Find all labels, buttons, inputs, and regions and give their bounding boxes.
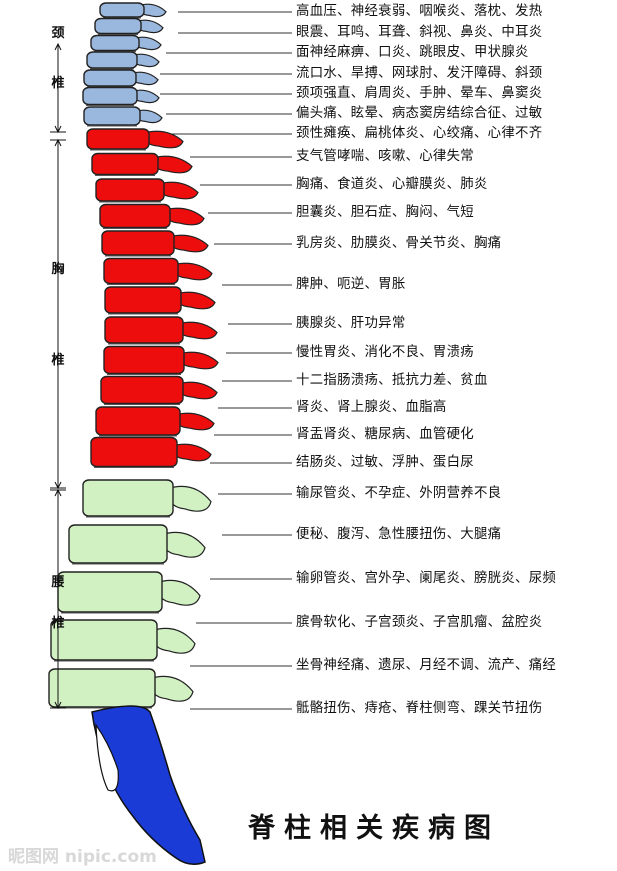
vertebra-body — [82, 86, 138, 106]
vertebra-body — [90, 34, 140, 52]
cervical-label-bottom: 椎 — [51, 76, 65, 91]
vertebra-body — [68, 524, 168, 564]
thoracic-label-bottom: 椎 — [51, 353, 65, 368]
disease-item: 肾炎、肾上腺炎、血脂高 — [296, 400, 447, 415]
disease-item: 眼震、耳鸣、耳聋、斜视、鼻炎、中耳炎 — [296, 25, 543, 40]
vertebra-body — [48, 668, 156, 708]
disease-item: 胰腺炎、肝功异常 — [296, 316, 406, 331]
disease-item: 肾盂肾炎、糖尿病、血管硬化 — [296, 427, 474, 442]
vertebra — [86, 128, 184, 151]
vertebra — [68, 524, 206, 565]
disease-item: 高血压、神经衰弱、咽喉炎、落枕、发热 — [296, 4, 543, 19]
vertebra — [103, 257, 213, 285]
vertebra-body — [103, 257, 179, 285]
vertebra — [86, 51, 160, 70]
disease-item: 面神经麻痹、口炎、跳眼皮、甲状腺炎 — [296, 45, 529, 60]
disease-item: 流口水、旱搏、网球肘、发汗障碍、斜颈 — [296, 66, 543, 81]
vertebra — [82, 479, 212, 518]
vertebra-body — [104, 286, 182, 314]
vertebra — [99, 2, 167, 19]
vertebra-body — [83, 106, 141, 126]
vertebra — [95, 406, 215, 437]
disease-item: 脾肿、呃逆、胃胀 — [296, 277, 406, 292]
disease-item: 颈性瘫痪、扁桃体炎、心绞痛、心律不齐 — [296, 126, 543, 141]
vertebra-body — [104, 316, 184, 344]
vertebra — [82, 86, 160, 106]
vertebra — [90, 34, 162, 52]
vertebrae-group — [48, 2, 219, 709]
disease-item: 结肠炎、过敏、浮肿、蛋白尿 — [296, 455, 474, 470]
vertebra-body — [86, 128, 150, 150]
vertebra — [104, 316, 218, 345]
disease-item: 偏头痛、眩晕、病态窦房结综合征、过敏 — [296, 106, 543, 121]
diagram-title: 脊柱相关疾病图 — [248, 813, 500, 844]
vertebra — [57, 571, 201, 614]
sacrum-coccyx — [91, 705, 206, 865]
disease-item: 支气管哮喘、咳嗽、心律失常 — [296, 149, 474, 164]
vertebra-body — [101, 230, 175, 256]
vertebra-body — [50, 619, 158, 661]
thoracic-label-top: 胸 — [51, 262, 65, 277]
vertebra-body — [90, 436, 178, 468]
disease-item: 乳房炎、肋膜炎、骨关节炎、胸痛 — [296, 236, 502, 251]
vertebra — [91, 152, 193, 176]
disease-item: 慢性胃炎、消化不良、胃溃疡 — [296, 345, 474, 360]
disease-item: 坐骨神经痛、遗尿、月经不调、流产、痛经 — [296, 658, 557, 673]
cervical-label-top: 颈 — [51, 26, 65, 41]
disease-item: 颈项强直、肩周炎、手肿、晕车、鼻窦炎 — [296, 86, 543, 101]
vertebra — [83, 106, 163, 127]
watermark: 昵图网 nipic.com — [8, 847, 157, 867]
region-brackets — [50, 42, 66, 710]
vertebra-body — [86, 51, 138, 69]
disease-item: 输尿管炎、不孕症、外阴营养不良 — [296, 486, 502, 501]
vertebra-body — [95, 406, 181, 436]
lumbar-label-bottom: 椎 — [51, 616, 65, 631]
vertebra — [101, 230, 209, 257]
vertebra-body — [91, 152, 159, 176]
vertebra — [103, 345, 219, 375]
vertebra — [83, 69, 159, 88]
vertebra — [90, 436, 212, 468]
vertebra-body — [83, 69, 137, 87]
iliac-wing — [95, 722, 119, 792]
disease-item: 膑骨软化、子宫颈炎、子宫肌瘤、盆腔炎 — [296, 615, 543, 630]
vertebra-body — [82, 479, 174, 517]
vertebra — [48, 668, 194, 709]
vertebra — [95, 178, 199, 203]
vertebra-body — [99, 2, 145, 18]
leader-lines — [160, 11, 292, 710]
bracket-arrow — [54, 42, 62, 51]
bracket-arrow — [54, 125, 62, 134]
disease-item: 骶骼扭伤、痔疮、脊柱侧弯、踝关节扭伤 — [296, 701, 543, 716]
disease-item: 胆囊炎、胆石症、胸闷、气短 — [296, 205, 474, 220]
vertebra-body — [99, 203, 171, 229]
disease-item: 便秘、腹泻、急性腰扭伤、大腿痛 — [296, 527, 502, 542]
vertebra — [50, 619, 196, 662]
vertebra-body — [94, 17, 142, 35]
vertebra — [104, 286, 216, 315]
vertebra — [94, 17, 164, 35]
vertebra — [100, 375, 218, 405]
lumbar-label-top: 腰 — [51, 575, 65, 590]
bracket-arrow — [54, 701, 62, 710]
vertebra-body — [57, 571, 163, 613]
disease-item: 十二指肠溃疡、抵抗力差、贫血 — [296, 373, 488, 388]
bracket-arrow — [54, 481, 62, 490]
vertebra — [99, 203, 205, 229]
disease-item: 胸痛、食道炎、心瓣膜炎、肺炎 — [296, 177, 488, 192]
vertebra-body — [103, 345, 185, 375]
vertebra-body — [95, 178, 165, 202]
vertebra-body — [100, 375, 184, 405]
disease-item: 输卵管炎、宫外孕、阑尾炎、膀胱炎、尿频 — [296, 571, 557, 586]
